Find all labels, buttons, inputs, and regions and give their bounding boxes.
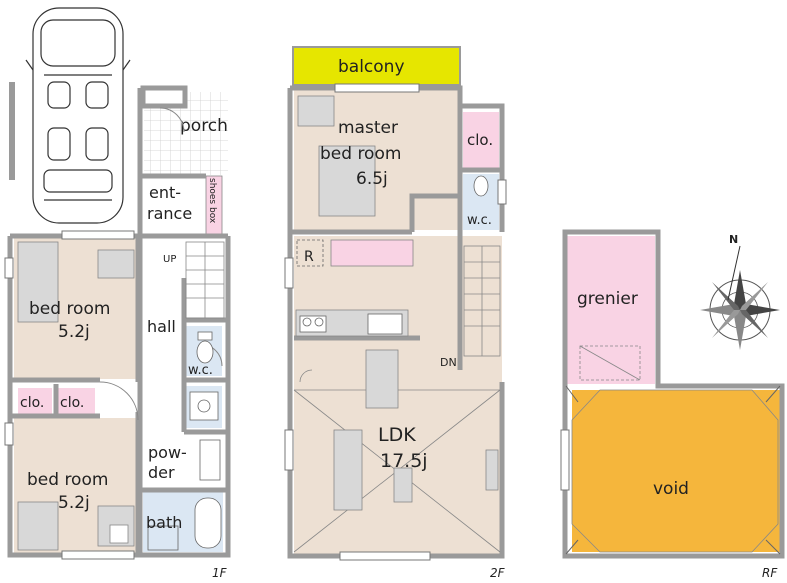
balcony-label: balcony bbox=[338, 57, 405, 77]
master-label-2: bed room bbox=[320, 144, 401, 164]
bedroom-bottom-name: bed room bbox=[27, 470, 108, 490]
master-label-1: master bbox=[338, 118, 398, 138]
floor-1f: porch bbox=[4, 85, 231, 580]
parking-bar bbox=[9, 82, 15, 180]
refrigerator-label: R bbox=[304, 249, 314, 265]
bedroom-bottom-size: 5.2j bbox=[58, 493, 90, 513]
floor-rf-label: RF bbox=[762, 566, 778, 580]
bath-label: bath bbox=[146, 513, 182, 532]
closet-right-label: clo. bbox=[60, 395, 84, 411]
powder-label-1: pow- bbox=[148, 443, 187, 462]
closet-2f-label: clo. bbox=[467, 131, 493, 149]
entrance-label-1: ent- bbox=[149, 183, 181, 202]
compass-icon: N bbox=[700, 233, 780, 350]
shoes-box-label: shoes box bbox=[207, 178, 217, 224]
floor-2f: balcony bbox=[284, 46, 780, 580]
porch-label: porch bbox=[180, 116, 228, 136]
entrance-label-2: rance bbox=[147, 204, 192, 223]
grenier-label: grenier bbox=[577, 289, 638, 309]
bedroom-top-size: 5.2j bbox=[58, 322, 90, 342]
hall-label: hall bbox=[147, 317, 176, 336]
balcony-area bbox=[292, 46, 461, 86]
wc-2f-label: w.c. bbox=[467, 213, 492, 228]
floor-1f-label: 1F bbox=[212, 566, 228, 580]
wc-1f-label: w.c. bbox=[188, 363, 213, 378]
floor-2f-label: 2F bbox=[490, 566, 506, 580]
void-label: void bbox=[653, 479, 689, 499]
stairs-up-label: UP bbox=[163, 254, 176, 265]
car-icon bbox=[25, 7, 131, 224]
ldk-size: 17.5j bbox=[380, 450, 428, 472]
bedroom-top-name: bed room bbox=[29, 299, 110, 319]
closet-left-label: clo. bbox=[20, 395, 44, 411]
stairs-down-label: DN bbox=[440, 356, 457, 369]
ldk-name: LDK bbox=[378, 424, 416, 446]
porch-area bbox=[144, 105, 228, 175]
compass-north: N bbox=[729, 233, 738, 246]
floor-rf: grenier void RF bbox=[560, 229, 785, 580]
master-size: 6.5j bbox=[356, 169, 388, 189]
powder-label-2: der bbox=[148, 463, 175, 482]
